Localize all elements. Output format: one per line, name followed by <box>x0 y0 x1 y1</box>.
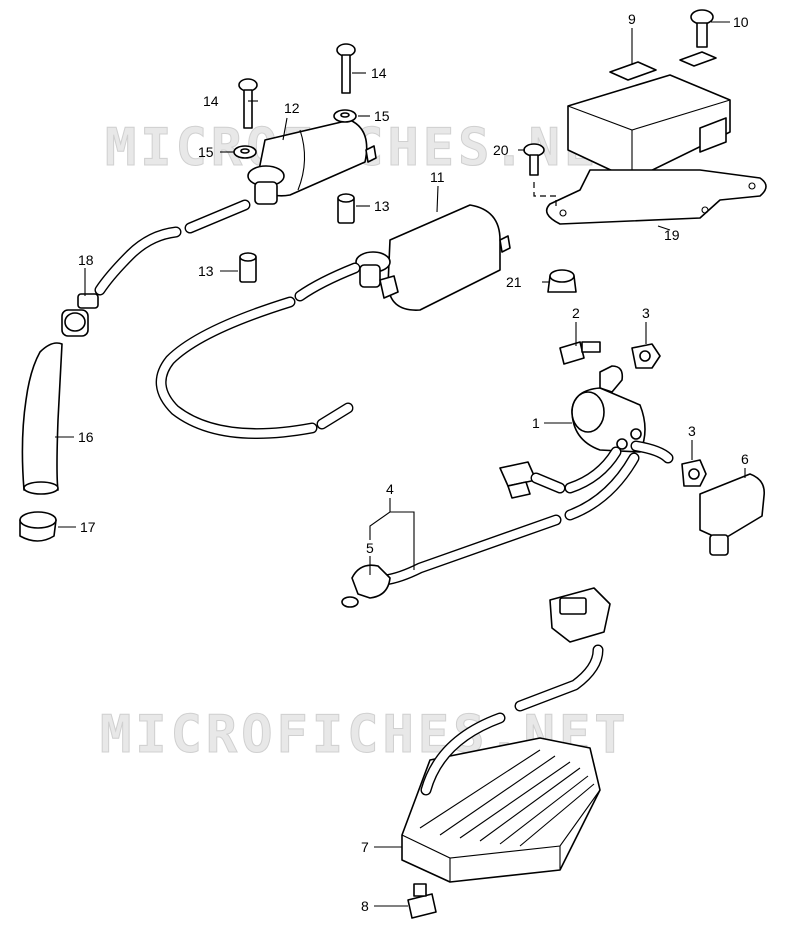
callout-9: 9 <box>628 11 636 27</box>
callout-3-upper: 3 <box>642 305 650 321</box>
washer-15-left <box>233 145 257 159</box>
callout-1: 1 <box>532 415 540 431</box>
collar-13-left <box>239 252 257 283</box>
callout-7: 7 <box>361 839 369 855</box>
callout-17: 17 <box>80 519 96 535</box>
bolt-10 <box>690 9 714 48</box>
callout-15-left: 15 <box>198 144 214 160</box>
nut-21 <box>547 269 577 293</box>
callout-3-lower: 3 <box>688 423 696 439</box>
bolt-14-right <box>336 43 356 94</box>
callout-16: 16 <box>78 429 94 445</box>
ignition-coil-11 <box>355 204 511 311</box>
callout-8: 8 <box>361 898 369 914</box>
callout-5: 5 <box>366 540 374 556</box>
callout-labels: 9 10 12 11 14 14 15 15 13 13 18 16 17 20… <box>78 11 749 914</box>
callout-14-right: 14 <box>371 65 387 81</box>
callout-4: 4 <box>386 481 394 497</box>
callout-20: 20 <box>493 142 509 158</box>
callout-21: 21 <box>506 274 522 290</box>
high-tension-cables <box>94 199 361 440</box>
bolt-2 <box>559 341 601 365</box>
bolt-8 <box>407 883 437 919</box>
ignition-coil-12 <box>247 119 377 205</box>
callout-15-right: 15 <box>374 108 390 124</box>
callout-10: 10 <box>733 14 749 30</box>
starter-relay-1 <box>571 365 646 453</box>
cap-6 <box>699 473 766 556</box>
collar-13-right <box>337 193 355 224</box>
callout-13-left: 13 <box>198 263 214 279</box>
plug-cap-connector-18 <box>61 293 99 337</box>
callout-12: 12 <box>284 100 300 116</box>
callout-6: 6 <box>741 451 749 467</box>
callout-13-right: 13 <box>374 198 390 214</box>
regulator-rectifier-7 <box>401 737 601 883</box>
regulator-harness <box>420 587 611 796</box>
callout-2: 2 <box>572 305 580 321</box>
dashed-guide-20 <box>533 182 557 210</box>
plug-boot-17 <box>19 511 57 542</box>
relay-wire-harness <box>379 440 674 586</box>
leader-lines <box>55 21 746 907</box>
spark-plug-cap-16 <box>21 342 63 495</box>
bolt-14-left <box>238 78 258 129</box>
nut-3-upper <box>631 343 661 369</box>
igniter-unit-9 <box>567 51 731 181</box>
bracket-19 <box>545 169 767 225</box>
washer-15-right <box>333 109 357 123</box>
callout-11: 11 <box>430 169 445 185</box>
terminal-cover-5 <box>341 564 391 608</box>
callout-18: 18 <box>78 252 94 268</box>
nut-3-lower <box>681 459 707 487</box>
callout-14-left: 14 <box>203 93 219 109</box>
callout-19: 19 <box>664 227 680 243</box>
